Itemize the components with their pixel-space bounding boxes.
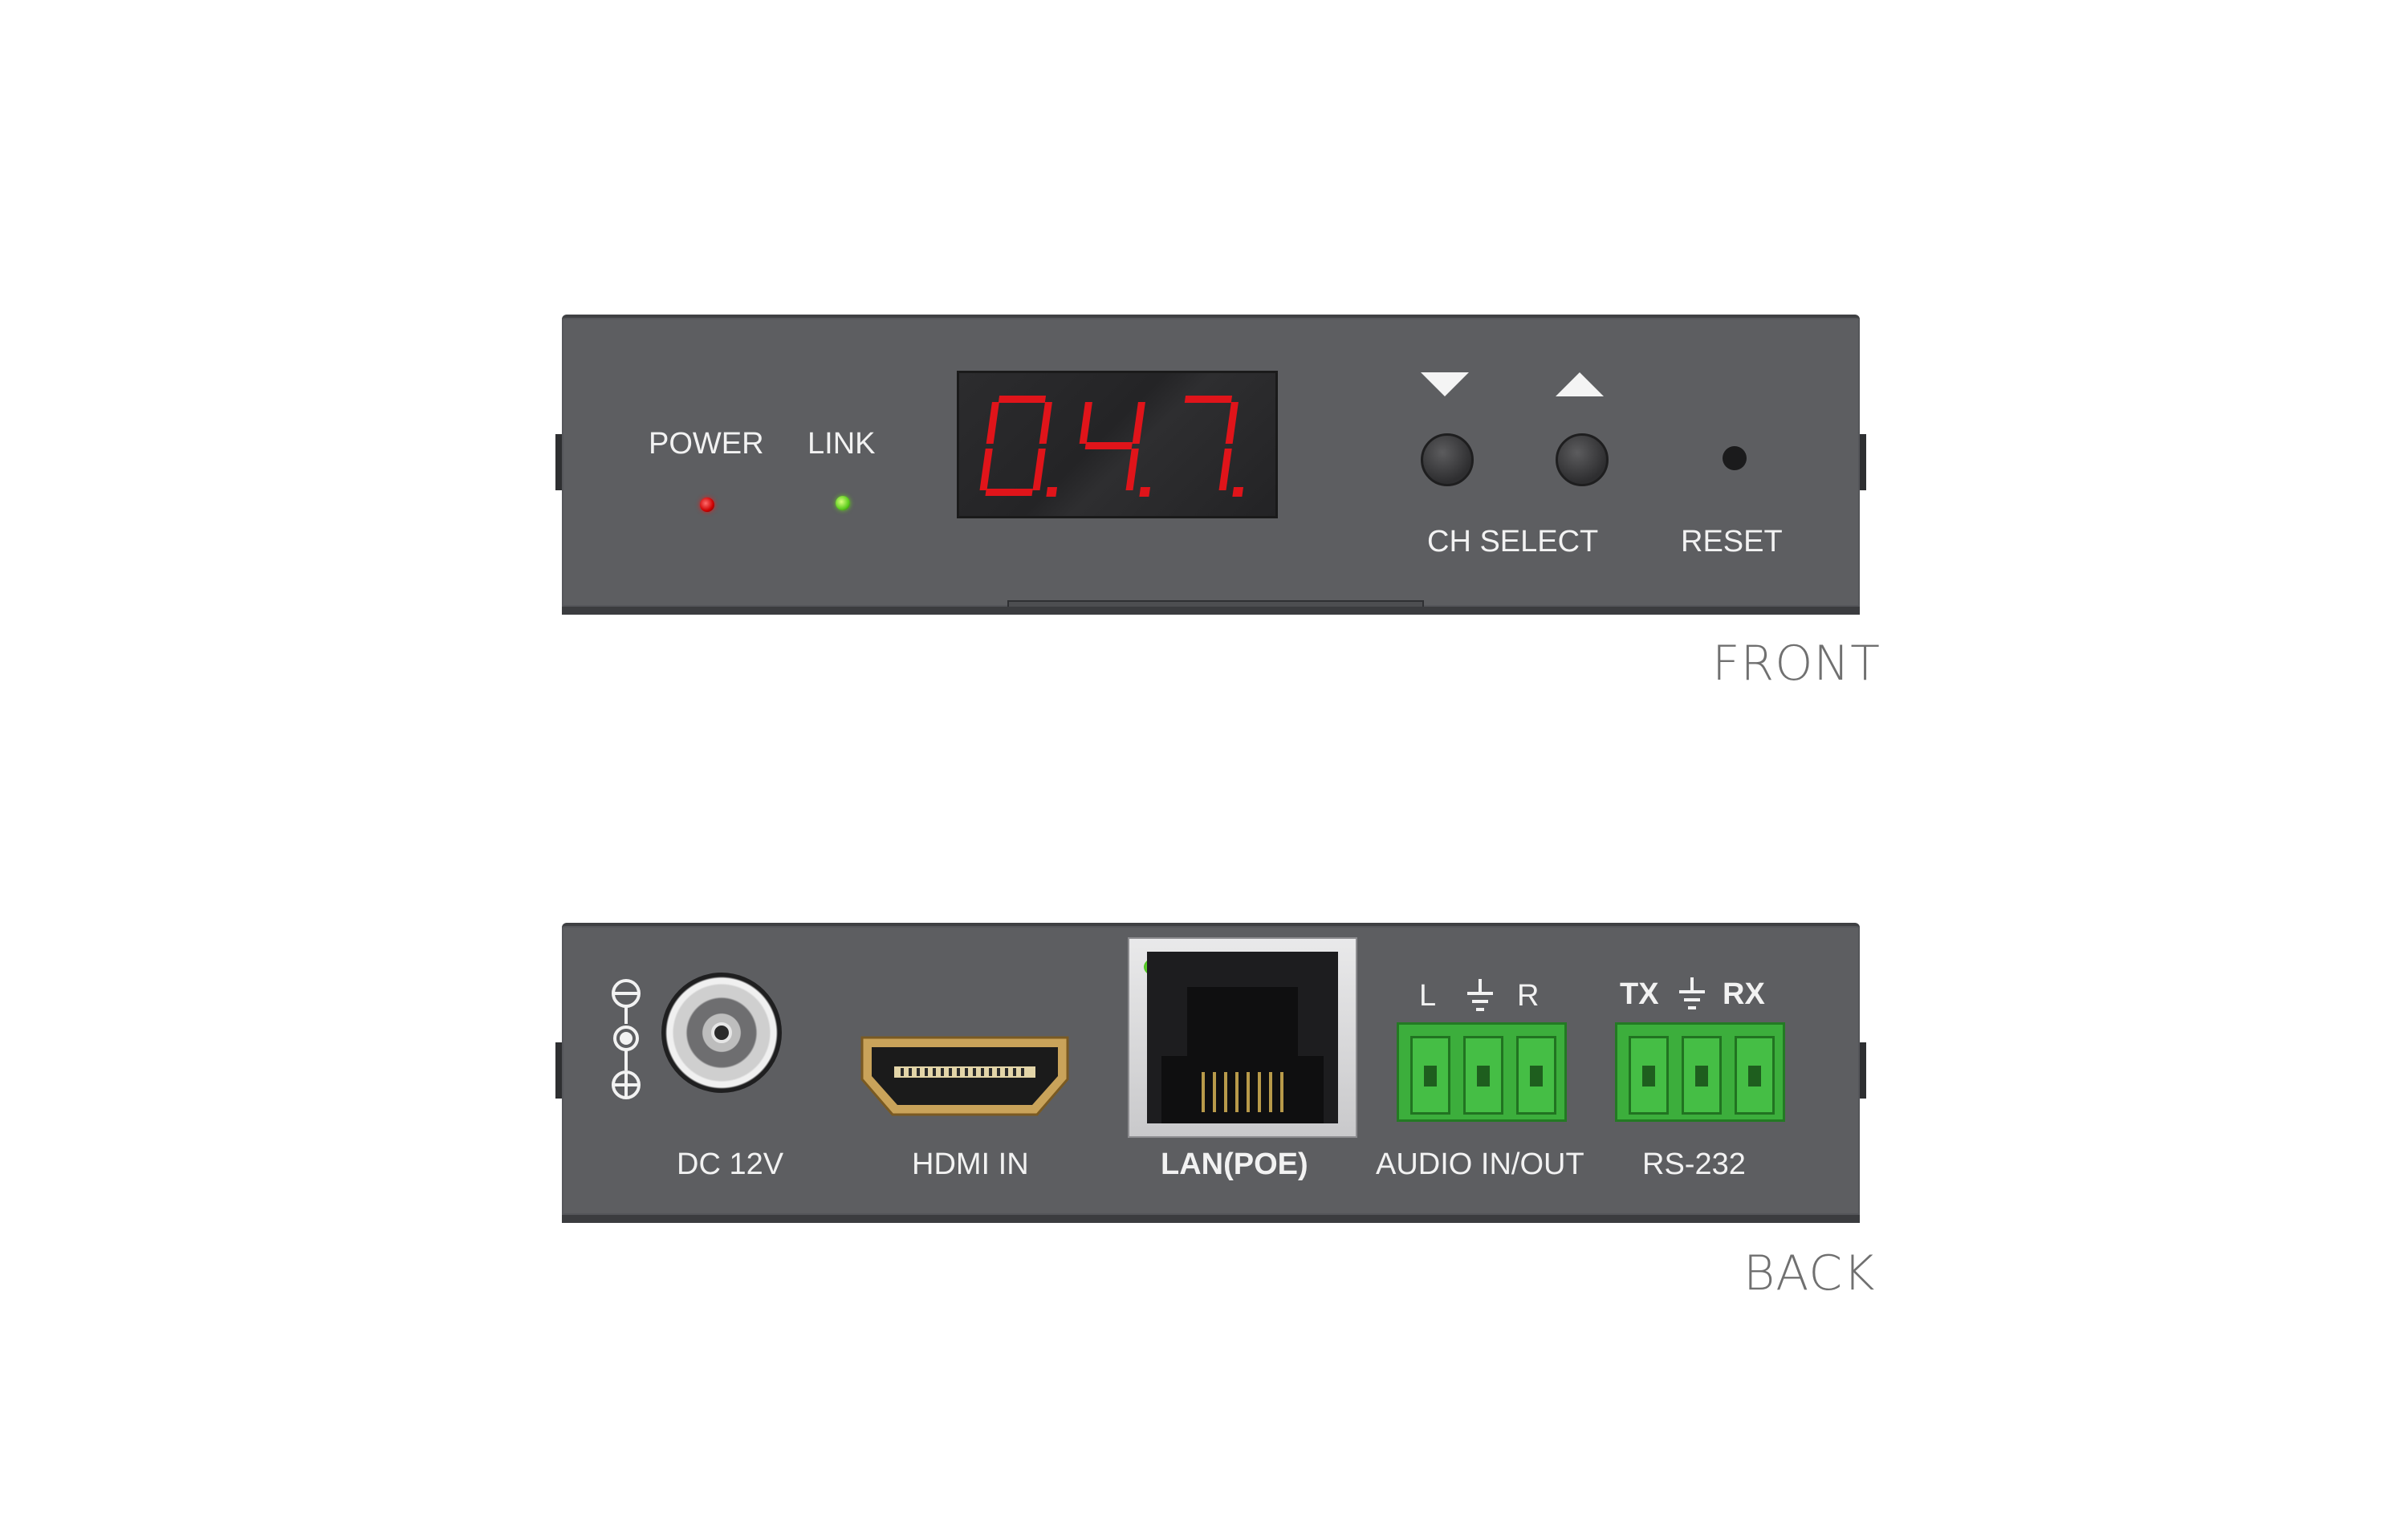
- reset-pinhole-button[interactable]: [1723, 446, 1747, 470]
- dc-polarity-icon: [612, 979, 641, 1099]
- ch-select-label: CH SELECT: [1427, 525, 1599, 558]
- lan-label: LAN(POE): [1161, 1147, 1308, 1181]
- link-label: LINK: [807, 427, 876, 461]
- audio-pin-l-label: L: [1419, 979, 1437, 1013]
- side-tab: [555, 1042, 562, 1099]
- rs232-terminal-block[interactable]: [1615, 1022, 1785, 1122]
- terminal-slot: [1629, 1036, 1669, 1115]
- audio-pin-r-label: R: [1517, 979, 1540, 1013]
- lan-port[interactable]: [1128, 937, 1357, 1138]
- link-led: [836, 496, 850, 510]
- rs232-label: RS-232: [1642, 1147, 1746, 1181]
- reset-label: RESET: [1681, 525, 1783, 558]
- dc-label: DC 12V: [677, 1147, 784, 1181]
- audio-terminal-block[interactable]: [1397, 1022, 1567, 1122]
- dc-pin: [711, 1022, 732, 1043]
- terminal-slot: [1516, 1036, 1556, 1115]
- channel-down-button[interactable]: [1421, 433, 1474, 486]
- rs232-pin-rx-label: RX: [1723, 977, 1765, 1011]
- up-arrow-icon: [1556, 372, 1604, 396]
- side-tab: [1860, 434, 1866, 490]
- power-label: POWER: [649, 427, 764, 461]
- ground-icon: [1679, 977, 1705, 1009]
- power-led: [700, 498, 714, 512]
- ground-icon: [1467, 979, 1493, 1011]
- down-arrow-icon: [1421, 372, 1469, 396]
- channel-display: [957, 371, 1278, 518]
- back-caption: BACK: [1743, 1245, 1876, 1302]
- terminal-slot: [1682, 1036, 1722, 1115]
- channel-up-button[interactable]: [1556, 433, 1609, 486]
- side-tab: [1860, 1042, 1866, 1099]
- front-panel: POWER LINK: [555, 315, 1866, 615]
- front-caption: FRONT: [1712, 636, 1881, 692]
- hdmi-label: HDMI IN: [912, 1147, 1029, 1181]
- bottom-tab: [1007, 600, 1424, 615]
- side-tab: [555, 434, 562, 490]
- terminal-slot: [1410, 1036, 1450, 1115]
- dc-power-jack[interactable]: [661, 973, 782, 1093]
- display-digits: [979, 396, 1244, 497]
- terminal-slot: [1463, 1036, 1503, 1115]
- back-panel: L R TX RX DC 12V HDMI IN LAN(POE) AUDIO …: [555, 923, 1866, 1223]
- terminal-slot: [1735, 1036, 1775, 1115]
- rs232-pin-tx-label: TX: [1620, 977, 1659, 1011]
- audio-label: AUDIO IN/OUT: [1376, 1147, 1584, 1181]
- hdmi-port[interactable]: [859, 1034, 1071, 1118]
- rj45-socket: [1147, 952, 1338, 1123]
